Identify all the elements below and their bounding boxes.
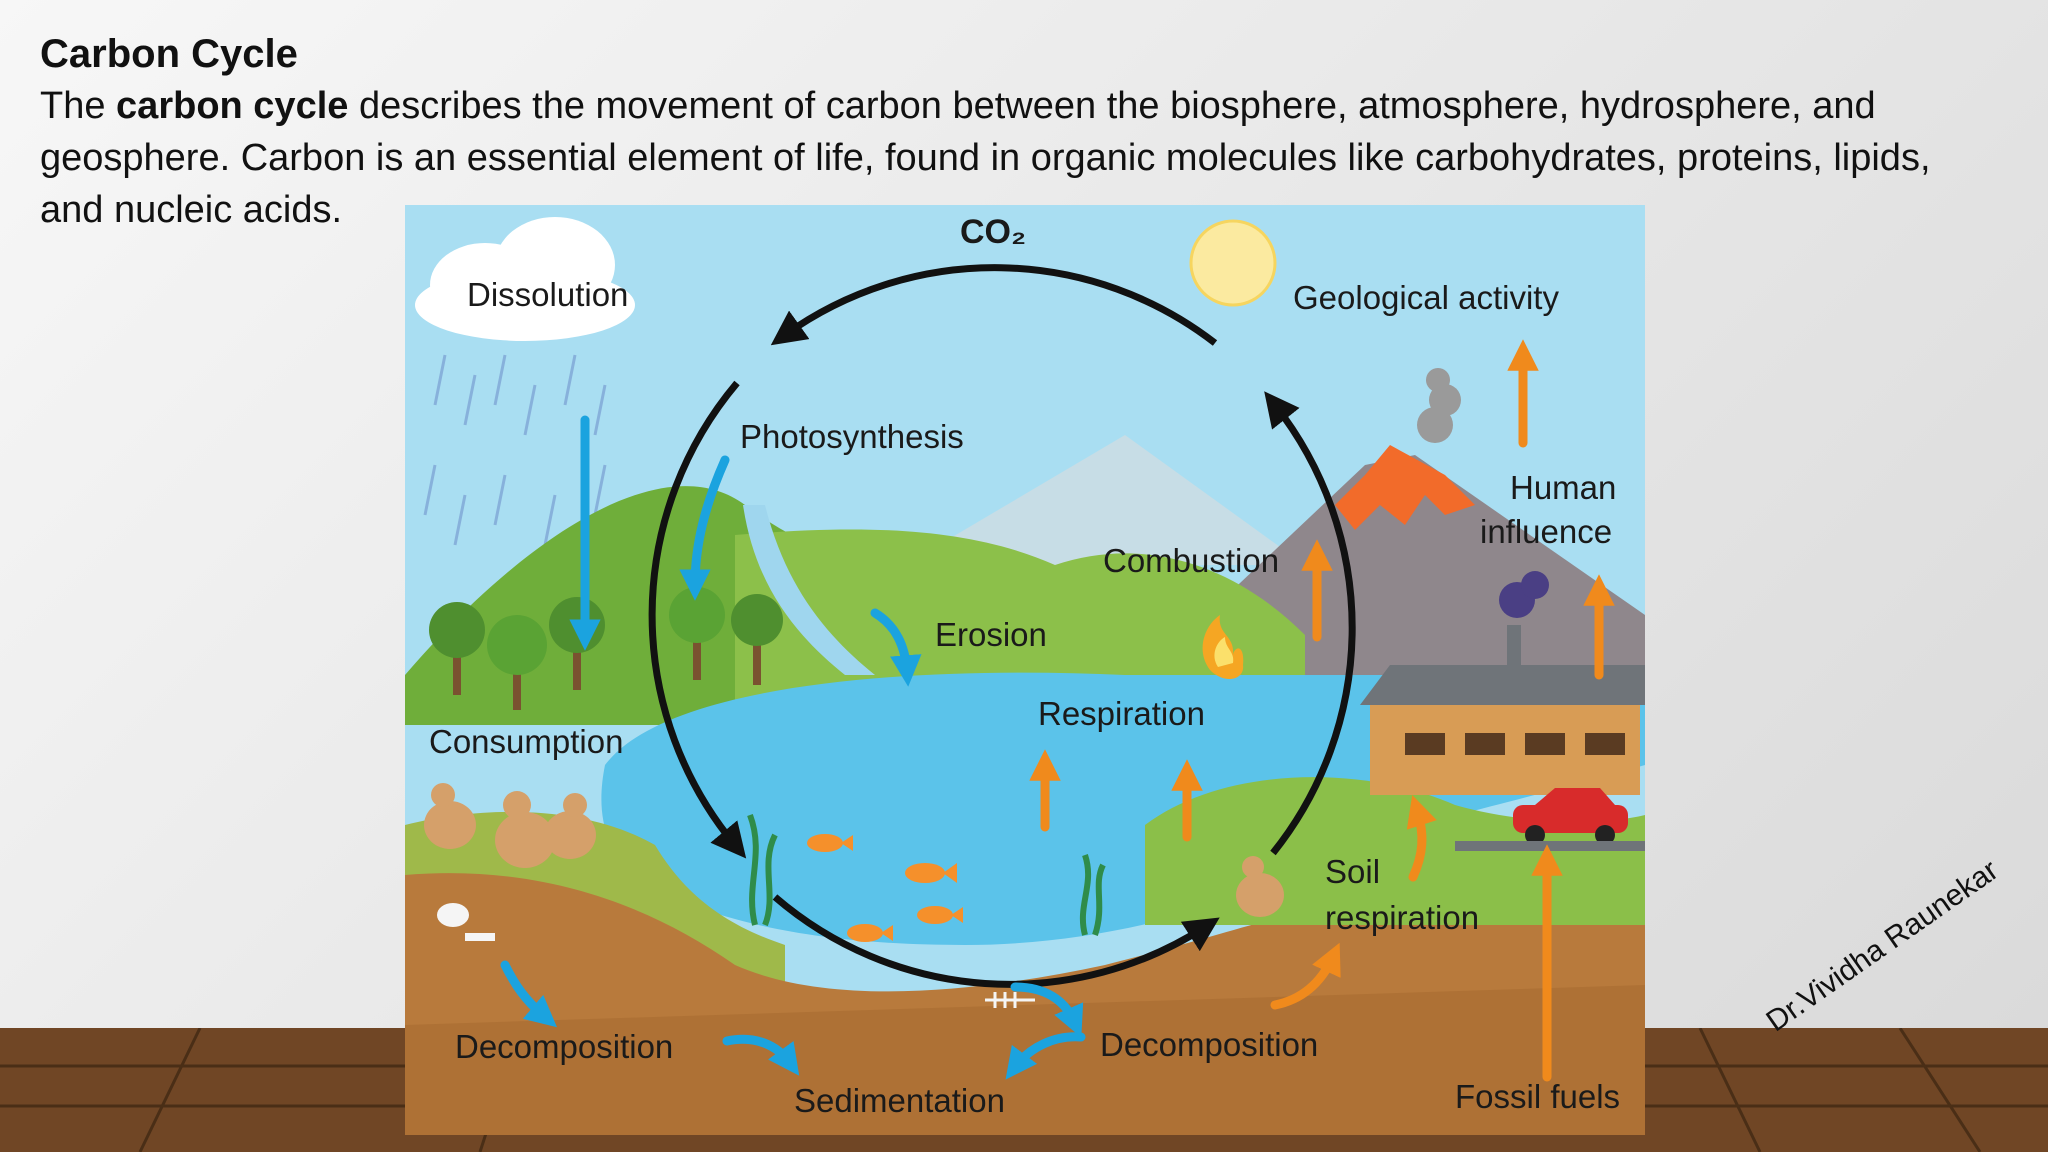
label-soil-respiration-line2: respiration	[1325, 899, 1479, 936]
mountain-far	[905, 435, 1305, 565]
lava	[1335, 445, 1475, 530]
body-bold-term: carbon cycle	[116, 85, 349, 127]
label-geological-activity: Geological activity	[1293, 279, 1559, 316]
volcano-smoke	[1417, 368, 1461, 443]
label-decomposition-right: Decomposition	[1100, 1026, 1318, 1063]
fishbone-icon	[985, 992, 1035, 1008]
slide-text-block: Carbon Cycle The carbon cycle describes …	[40, 28, 2000, 236]
label-photosynthesis: Photosynthesis	[740, 418, 964, 455]
cycle-arrow-left	[648, 380, 747, 859]
orange-arrows	[1029, 339, 1615, 1082]
author-watermark: Dr.Vividha Raunekar	[1760, 853, 2005, 1039]
skeleton-icon	[437, 903, 495, 941]
label-co2: CO₂	[960, 213, 1026, 251]
fire-icon	[1202, 615, 1244, 680]
cloud-icon	[415, 217, 635, 341]
label-decomposition-left: Decomposition	[455, 1028, 673, 1065]
label-dissolution: Dissolution	[467, 276, 628, 313]
squirrel-icons	[424, 783, 1284, 917]
slide-title: Carbon Cycle	[40, 32, 298, 76]
cycle-arrow-top	[770, 264, 1218, 346]
waterfall	[743, 505, 875, 675]
car-icon	[1513, 788, 1628, 845]
label-combustion: Combustion	[1103, 542, 1279, 579]
label-human-influence-line2: influence	[1480, 513, 1612, 550]
label-consumption: Consumption	[429, 723, 623, 760]
label-respiration: Respiration	[1038, 695, 1205, 732]
label-fossil-fuels: Fossil fuels	[1455, 1078, 1620, 1115]
cycle-arrow-right	[1264, 391, 1356, 856]
fish-icons	[807, 834, 963, 942]
cycle-arrow-bottom	[772, 894, 1220, 988]
body-rest: describes the movement of carbon between…	[40, 85, 1931, 231]
slide-body: The carbon cycle describes the movement …	[40, 80, 2000, 236]
label-human-influence-line1: Human	[1510, 469, 1616, 506]
label-erosion: Erosion	[935, 616, 1047, 653]
road	[1455, 841, 1645, 851]
body-lead: The	[40, 85, 117, 127]
label-sedimentation: Sedimentation	[794, 1082, 1005, 1119]
factory	[1360, 571, 1645, 795]
seaweed	[747, 813, 1106, 936]
sun-icon	[1189, 219, 1277, 307]
carbon-cycle-diagram: CO₂ Dissolution Geological activity Phot…	[405, 205, 1645, 1135]
label-soil-respiration-line1: Soil	[1325, 853, 1380, 890]
blue-arrows	[500, 415, 1086, 1080]
